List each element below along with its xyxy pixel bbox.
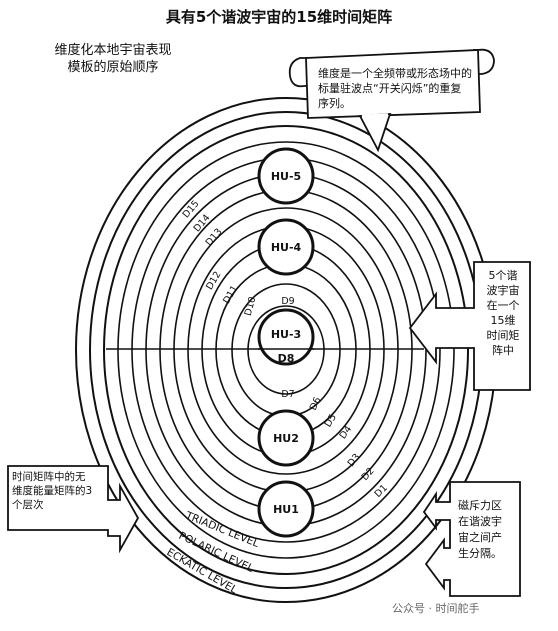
right-arrow-shape: [408, 261, 531, 391]
hu3-circle: [257, 308, 315, 366]
scroll-banner: [288, 48, 495, 153]
scroll-line: 序列。: [318, 97, 351, 110]
hu4-label: HU-4: [271, 241, 302, 254]
triadic-level-ring: [103, 125, 469, 575]
right-callout-text: 5个谐 波宇宙 在一个 15维 时间矩 阵中: [478, 268, 528, 358]
diagram-subtitle: 维度化本地宇宙表现 模板的原始顺序: [38, 42, 188, 76]
hu3-label: HU-3: [271, 328, 301, 341]
right-callout-line: 15维: [490, 314, 516, 327]
dimension-ring-10: [247, 305, 325, 395]
hu1-circle: [257, 480, 315, 538]
scroll-pointer-cover: [361, 113, 389, 118]
scroll-line: 标量驻波点“开关闪烁”的重复: [318, 82, 462, 95]
hu4-circle: [257, 218, 315, 276]
subtitle-line: 维度化本地宇宙表现: [54, 43, 172, 58]
right-callout-line: 5个谐: [488, 269, 518, 282]
right-callout-line: 在一个: [486, 299, 520, 312]
hu-labels: HU-5 HU-4 HU-3 HU2 HU1: [271, 170, 302, 516]
subtitle-line: 模板的原始顺序: [67, 60, 159, 75]
left-callout-line: 个层次: [12, 499, 44, 511]
bottom-callout-line: 生分隔。: [458, 547, 502, 560]
d13-label: D13: [204, 226, 225, 248]
scroll-body: [305, 49, 481, 119]
d12-label: D12: [204, 270, 223, 292]
hu2-label: HU2: [273, 432, 299, 445]
bottom-callout-line: 在谐波宇: [458, 515, 502, 528]
hu2-circle: [257, 409, 315, 467]
d6-label: D6: [308, 396, 324, 413]
watermark: 公众号 · 时间舵手: [392, 602, 480, 615]
bottom-callout-line: 磁斥力区: [458, 499, 502, 512]
d2-label: D2: [360, 466, 377, 483]
hu5-label: HU-5: [271, 170, 301, 183]
d5-label: D5: [323, 412, 339, 429]
right-callout-line: 波宇宙: [486, 284, 520, 297]
scroll-line: 维度是一个全频带或形态场中的: [318, 67, 472, 80]
bottom-callout-line: 宙之间产: [458, 531, 502, 544]
left-callout-text: 时间矩阵中的无 维度能量矩阵的3 个层次: [12, 470, 104, 512]
right-callout-line: 阵中: [492, 344, 514, 357]
bottom-arrow-shape: [422, 481, 521, 597]
d10-label: D10: [243, 296, 259, 318]
bottom-callout-text: 磁斥力区 在谐波宇 宙之间产 生分隔。: [458, 498, 514, 562]
d8-label: D8: [278, 352, 295, 365]
d9-label: D9: [281, 296, 294, 307]
left-callout-line: 时间矩阵中的无: [12, 471, 86, 483]
d3-label: D3: [346, 452, 363, 469]
harmonic-universe-circles: [257, 147, 315, 538]
scroll-callout-text: 维度是一个全频带或形态场中的 标量驻波点“开关闪烁”的重复 序列。: [318, 66, 478, 111]
right-callout-line: 时间矩: [486, 329, 520, 342]
left-callout-line: 维度能量矩阵的3: [12, 485, 93, 497]
dimension-ring-1: [117, 141, 455, 559]
d7-label: D7: [281, 389, 294, 400]
bottom-arrow-callout: [422, 481, 521, 597]
d15-label: D15: [181, 198, 202, 220]
diagram-title: 具有5个谐波宇宙的15维时间矩阵: [165, 8, 393, 26]
right-arrow-callout: [408, 261, 531, 391]
left-arrow-callout: [7, 465, 140, 554]
hu1-label: HU1: [273, 503, 299, 516]
d4-label: D4: [338, 424, 355, 441]
hu5-circle: [257, 147, 315, 205]
left-arrow-shape: [7, 465, 140, 554]
